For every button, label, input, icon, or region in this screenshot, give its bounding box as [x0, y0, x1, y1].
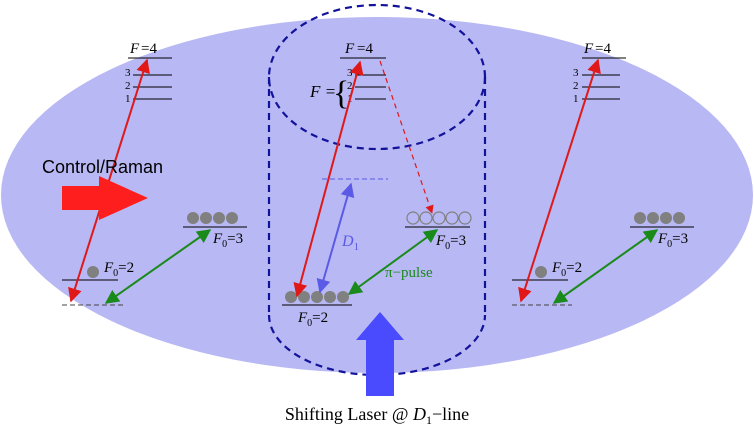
center-empty-dot: [432, 211, 446, 225]
left-atom: F =4 3 2 1 F0=3 F0=2: [62, 41, 247, 306]
center-pi-pulse-transition: [347, 229, 439, 295]
left-f-eq: =4: [141, 41, 157, 57]
control-raman-label: Control/Raman: [42, 157, 163, 177]
center-empty-dot: [445, 211, 459, 225]
center-f-label: F: [344, 41, 355, 57]
center-f0-2-label: F0=2: [297, 310, 328, 329]
left-hf-2: 2: [125, 80, 131, 92]
left-atom-dot: [226, 212, 238, 224]
left-atom-dot: [213, 212, 225, 224]
left-hf-1: 1: [125, 93, 131, 105]
center-red-transition: [293, 60, 364, 298]
left-f-label: F: [129, 41, 140, 57]
right-f-eq: =4: [595, 41, 611, 57]
right-atom-dot: [634, 212, 646, 224]
right-atom-dot: [535, 266, 547, 278]
center-empty-dot: [406, 211, 420, 225]
right-hf-2: 2: [573, 80, 579, 92]
center-atom-dot: [311, 291, 323, 303]
right-green-transition: [552, 229, 659, 304]
right-atom-dot: [647, 212, 659, 224]
control-raman-arrow: [62, 176, 148, 220]
left-f0-3-label: F0=3: [212, 231, 243, 250]
left-green-transition: [104, 229, 212, 304]
center-d1-label: D1: [341, 233, 359, 253]
shifting-laser-label: Shifting Laser @ D1−line: [285, 404, 469, 427]
right-atom-dot: [673, 212, 685, 224]
center-empty-dot: [458, 211, 472, 225]
center-atom-dot: [337, 291, 349, 303]
right-hf-3: 3: [573, 67, 579, 79]
shifting-laser-arrow: [356, 312, 404, 396]
right-red-transition: [518, 58, 601, 303]
left-atom-dot: [187, 212, 199, 224]
right-hf-1: 1: [573, 93, 579, 105]
center-d1-transition: [316, 182, 355, 294]
center-f-eq: =4: [357, 41, 373, 57]
left-atom-dot: [200, 212, 212, 224]
center-atom: F =4 3 2 1 F = { F0=3 F0=2 D1 π−pu: [282, 41, 472, 329]
right-atom: F =4 3 2 1 F0=3 F0=2: [512, 41, 694, 306]
right-f0-3-label: F0=3: [657, 231, 688, 250]
center-atom-dot: [324, 291, 336, 303]
center-brace: {: [333, 75, 349, 112]
left-hf-3: 3: [125, 67, 131, 79]
center-f0-3-label: F0=3: [435, 233, 466, 252]
center-atom-dot: [298, 291, 310, 303]
right-f-label: F: [583, 41, 594, 57]
right-atom-dot: [660, 212, 672, 224]
left-atom-dot: [87, 266, 99, 278]
center-atom-dot: [285, 291, 297, 303]
center-pi-pulse-label: π−pulse: [385, 265, 433, 281]
